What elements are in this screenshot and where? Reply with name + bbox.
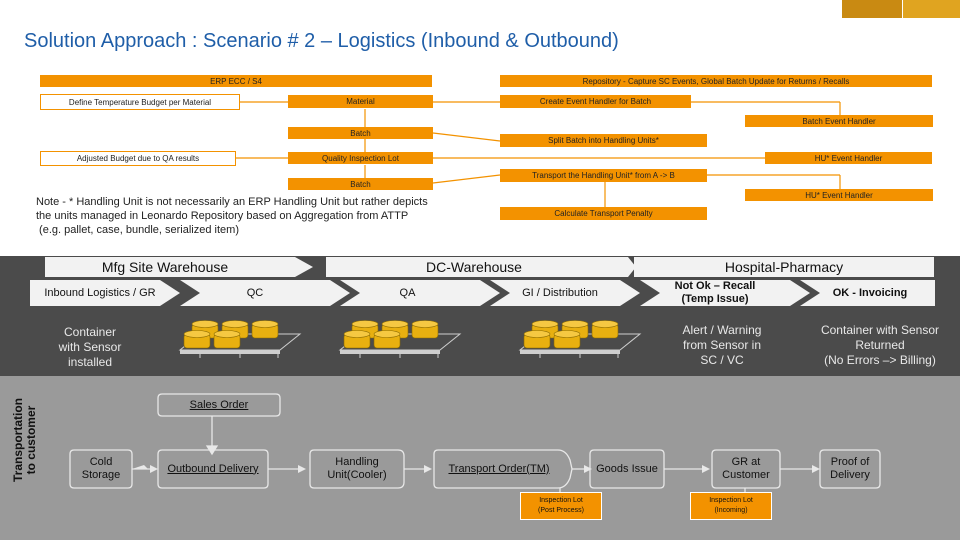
outbound-delivery-node: Outbound Delivery [167,462,259,475]
transport-handling-unit-box: Transport the Handling Unit* from A -> B [500,169,707,182]
node-line: Cold [89,456,113,468]
node-line: Delivery [830,469,870,481]
status-line: Returned [855,338,905,352]
sales-order-node: Sales Order [189,398,249,411]
container-returned: Container with Sensor Returned (No Error… [815,323,945,368]
adjusted-budget-box: Adjusted Budget due to QA results [40,151,236,166]
status-line: Container [63,325,117,339]
inspection-lot-incoming: Inspection Lot (Incoming) [690,492,772,520]
note-line: Note - * Handling Unit is not necessaril… [36,196,428,208]
batch-box-2: Batch [288,178,433,190]
node-line: Handling [335,456,379,468]
transport-order-node: Transport Order(TM) [448,462,550,475]
insp-line: Inspection Lot [539,497,583,504]
step-chevrons [30,280,935,306]
status-line: Alert / Warning [682,323,762,337]
proof-of-delivery-node: Proof of Delivery [820,450,880,488]
section-mfg-warehouse: Mfg Site Warehouse [45,257,285,277]
corner-accent-left [842,0,902,18]
section-dc-warehouse: DC-Warehouse [326,257,622,277]
node-line: Storage [81,469,121,481]
goods-issue-node: Goods Issue [596,462,658,475]
insp-line: (Post Process) [538,507,584,514]
transportation-band [0,376,960,540]
status-line: installed [67,355,113,369]
node-line: GR at [731,456,761,468]
split-batch-box: Split Batch into Handling Units* [500,134,707,147]
note-line: the units managed in Leonardo Repository… [36,210,409,222]
container-sensor-installed: Container with Sensor installed [40,325,140,370]
page-title: Solution Approach : Scenario # 2 – Logis… [24,30,619,52]
handling-unit-cooler-node: Handling Unit(Cooler) [310,450,404,488]
note-line: (e.g. pallet, case, bundle, serialized i… [36,224,239,236]
handling-unit-note: Note - * Handling Unit is not necessaril… [36,195,496,237]
section-hospital-pharmacy: Hospital-Pharmacy [634,257,934,277]
cold-storage-node: Cold Storage [70,450,132,488]
node-line: Customer [722,469,770,481]
not-ok-line: Not Ok – Recall [674,280,756,292]
mfg-header-arrow [285,257,313,277]
repository-bar: Repository - Capture SC Events, Global B… [500,75,932,87]
step-ok-invoicing: OK - Invoicing [832,286,908,299]
transport-shapes [69,393,881,492]
step-qa: QA [399,286,416,299]
flow-connectors [236,101,841,207]
status-line: SC / VC [700,353,744,367]
material-box: Material [288,95,433,108]
step-gi-distribution: GI / Distribution [522,286,598,299]
create-event-handler-box: Create Event Handler for Batch [500,95,691,108]
hu-event-handler-box-2: HU* Event Handler [745,189,933,201]
status-line: Container with Sensor [820,323,940,337]
dc-header-arrow [622,257,636,277]
status-line: from Sensor in [682,338,762,352]
status-line: with Sensor [58,340,122,354]
inspection-lot-post-process: Inspection Lot (Post Process) [520,492,602,520]
not-ok-line: (Temp Issue) [681,293,749,305]
node-line: Unit(Cooler) [327,469,387,481]
erp-bar: ERP ECC / S4 [40,75,432,87]
batch-box: Batch [288,127,433,139]
hu-event-handler-box-1: HU* Event Handler [765,152,932,164]
step-not-ok-recall: Not Ok – Recall (Temp Issue) [660,280,770,306]
corner-accent-right [903,0,960,18]
insp-line: Inspection Lot [709,497,753,504]
status-line: (No Errors –> Billing) [824,353,936,367]
define-temperature-box: Define Temperature Budget per Material [40,94,240,110]
quality-inspection-lot-box: Quality Inspection Lot [288,152,433,164]
node-line: Proof of [830,456,870,468]
step-inbound-logistics: Inbound Logistics / GR [44,286,156,299]
batch-event-handler-box: Batch Event Handler [745,115,933,127]
gr-at-customer-node: GR at Customer [712,450,780,488]
alert-warning-sensor: Alert / Warning from Sensor in SC / VC [666,323,778,368]
calculate-penalty-box: Calculate Transport Penalty [500,207,707,220]
insp-line: (Incoming) [714,507,748,514]
step-qc: QC [246,286,264,299]
